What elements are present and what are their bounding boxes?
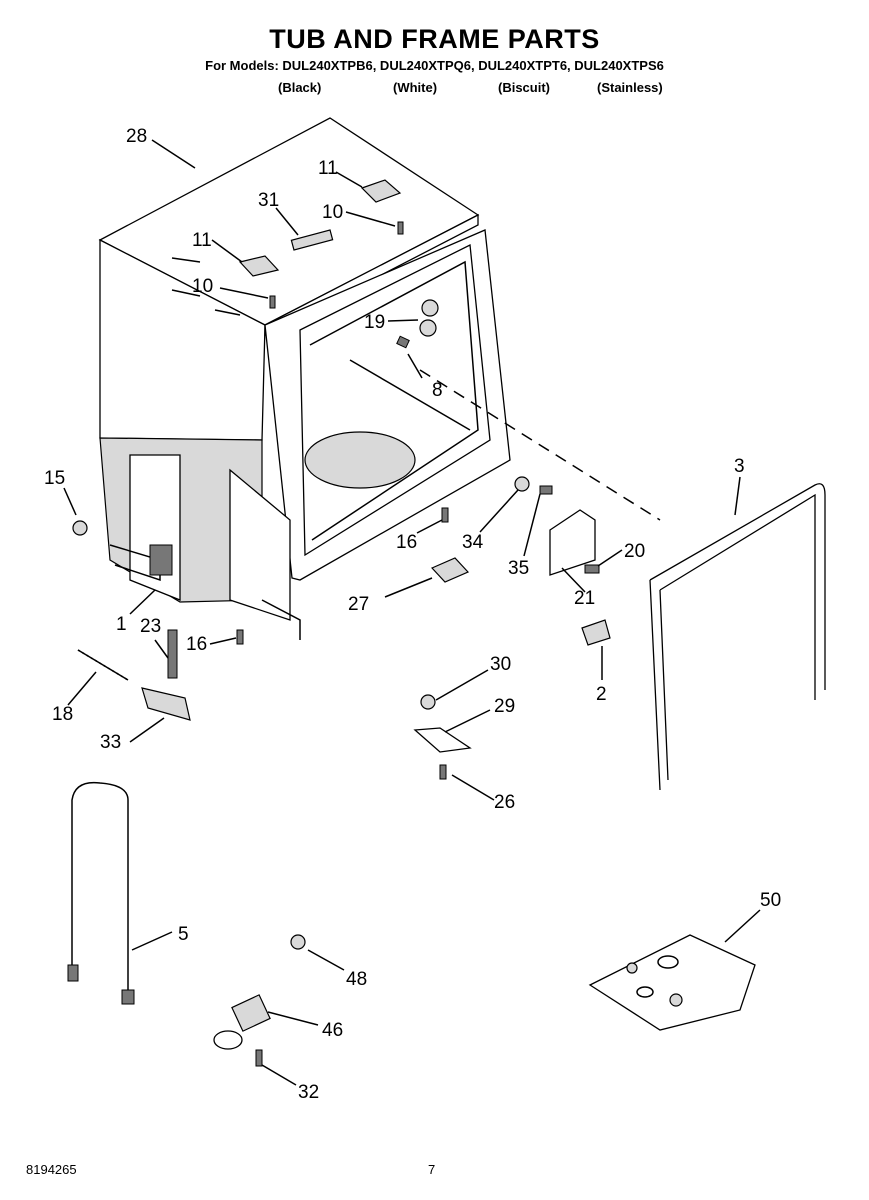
foot-16-lower [236, 629, 244, 645]
callout-29: 29 [494, 696, 515, 717]
models-line: For Models: DUL240XTPB6, DUL240XTPQ6, DU… [205, 58, 664, 73]
vent-plate [290, 229, 334, 251]
callout-11-lower: 11 [192, 230, 212, 251]
callout-16-upper: 16 [396, 532, 417, 553]
callout-1: 1 [116, 614, 127, 635]
callout-33: 33 [100, 732, 121, 753]
screw-10-lower [269, 295, 276, 309]
callout-34: 34 [462, 532, 484, 553]
roller-19-top [421, 299, 439, 317]
hinge-bracket-lower [238, 255, 280, 277]
callout-28: 28 [126, 126, 147, 147]
parts-bag [588, 934, 756, 1031]
callout-46: 46 [322, 1020, 343, 1041]
color-white: (White) [393, 80, 438, 95]
callout-8: 8 [432, 380, 443, 401]
screw-35 [539, 485, 553, 495]
callout-23: 23 [140, 616, 161, 637]
nut-34 [514, 476, 530, 492]
callout-50: 50 [760, 890, 781, 911]
drain-hose [71, 781, 129, 990]
screw-10-upper [397, 221, 404, 235]
page-title: TUB AND FRAME PARTS [269, 24, 600, 54]
foot-16-upper [441, 507, 449, 523]
callout-5: 5 [178, 924, 189, 945]
callout-35: 35 [508, 558, 529, 579]
callout-15: 15 [44, 468, 65, 489]
clip-27 [430, 557, 470, 583]
color-stainless: (Stainless) [597, 80, 663, 95]
callout-32: 32 [298, 1082, 319, 1103]
callout-10-lower: 10 [192, 276, 213, 297]
fitting-46 [213, 994, 271, 1050]
tub-assembly [98, 117, 661, 640]
callout-48: 48 [346, 969, 367, 990]
page-number: 7 [428, 1162, 436, 1177]
bolt-8 [396, 335, 410, 349]
bracket-29 [413, 727, 472, 753]
roller-19-bottom [419, 319, 437, 337]
callout-16-lower: 16 [186, 634, 207, 655]
bracket-21 [549, 509, 596, 576]
callout-2: 2 [596, 684, 607, 705]
grommet-15 [72, 520, 88, 536]
callout-3: 3 [734, 456, 745, 477]
callout-31: 31 [258, 190, 279, 211]
callout-11-upper: 11 [318, 158, 338, 179]
callouts: 28 11 31 10 11 10 19 8 3 15 16 34 35 20 … [44, 126, 781, 1103]
strip-23 [167, 629, 178, 679]
clamp-48 [290, 934, 306, 950]
color-black: (Black) [278, 80, 322, 95]
screw-32 [255, 1049, 263, 1067]
callout-20: 20 [624, 541, 645, 562]
callout-18: 18 [52, 704, 73, 725]
hinge-bracket-upper [360, 179, 402, 203]
screw-20 [584, 564, 600, 574]
callout-26: 26 [494, 792, 515, 813]
latch-2 [581, 619, 611, 646]
callout-10-upper: 10 [322, 202, 343, 223]
callout-27: 27 [348, 594, 369, 615]
document-number: 8194265 [26, 1162, 77, 1177]
callout-21: 21 [574, 588, 595, 609]
color-biscuit: (Biscuit) [498, 80, 550, 95]
spring-18 [77, 649, 129, 681]
cap-30 [420, 694, 436, 710]
callout-30: 30 [490, 654, 511, 675]
door-gasket [649, 483, 826, 791]
callout-19: 19 [364, 312, 385, 333]
pad-33 [141, 687, 191, 721]
screw-26 [439, 764, 447, 780]
